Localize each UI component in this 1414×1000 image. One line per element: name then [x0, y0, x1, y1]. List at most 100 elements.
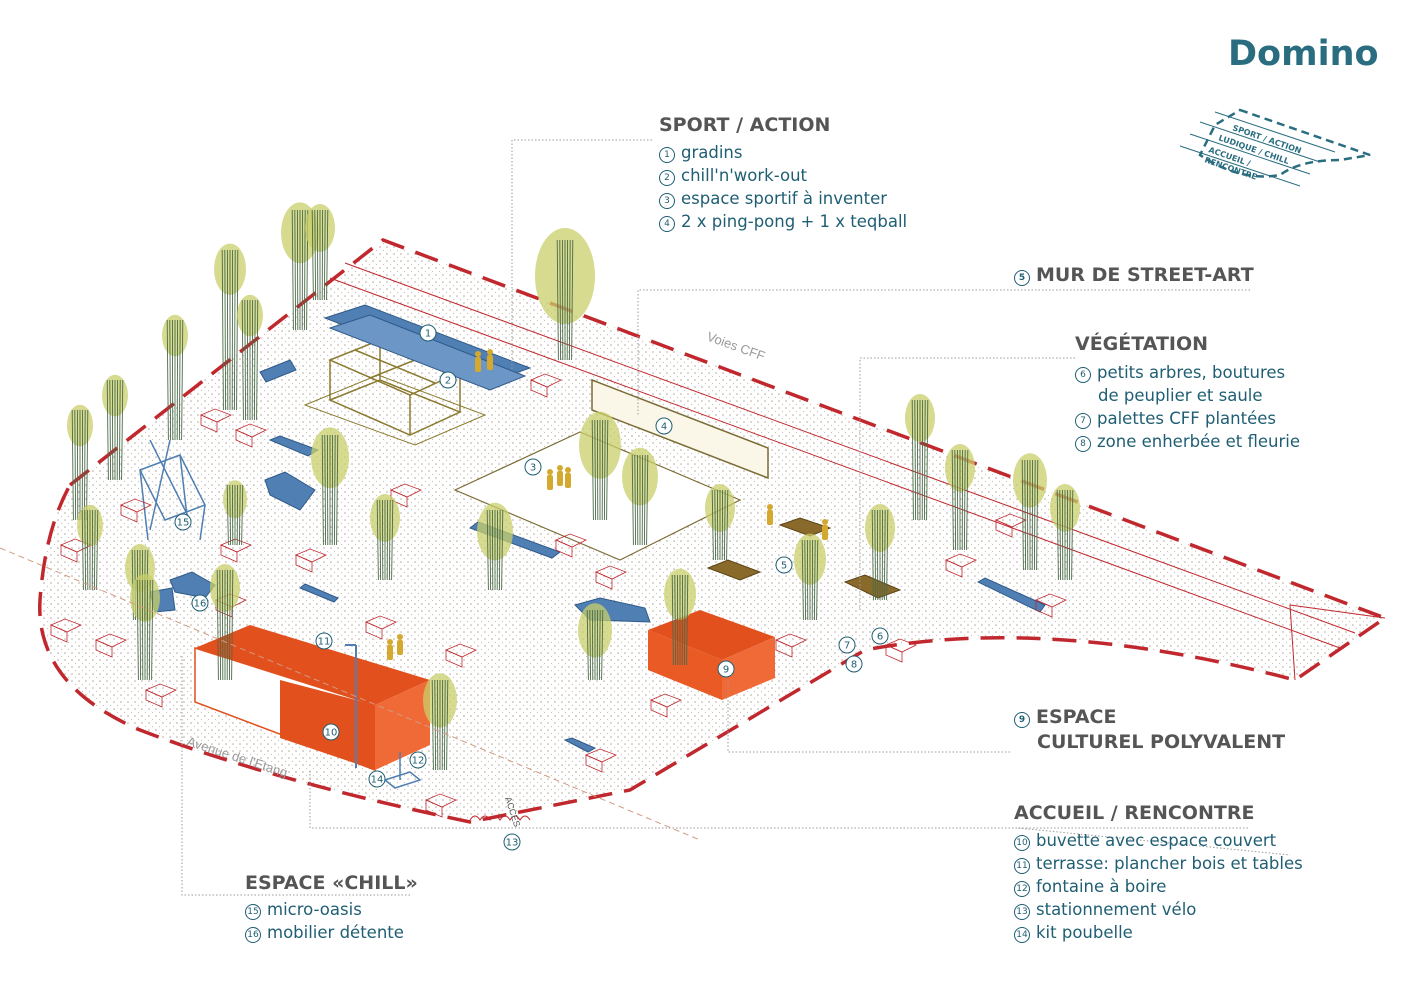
tree	[370, 494, 400, 581]
tree	[664, 568, 696, 666]
number-marker: 2	[439, 371, 457, 389]
site-boundary	[38, 238, 1389, 824]
marker-number: 9	[723, 665, 729, 676]
tree	[1013, 453, 1047, 571]
bike-rack	[469, 815, 531, 821]
section-title-sport: SPORT / ACTION	[659, 114, 831, 136]
marker-number: 14	[371, 775, 384, 786]
person-figure	[475, 351, 481, 372]
tree	[1050, 484, 1080, 581]
tree	[130, 574, 160, 681]
number-marker: 5	[775, 556, 793, 574]
planter-side	[235, 429, 253, 448]
number-marker: 12	[409, 751, 427, 769]
number-marker: 4	[655, 417, 673, 435]
marker-number: 8	[851, 660, 857, 671]
number-marker: 15	[174, 513, 192, 531]
planter-side	[530, 379, 548, 398]
rail-label: Voies CFF	[705, 329, 767, 364]
street-art-wall	[591, 378, 769, 480]
number-marker: 3	[524, 458, 542, 476]
person-figure	[767, 504, 773, 525]
marker-number: 6	[877, 632, 883, 643]
section-title-accueil: ACCUEIL / RENCONTRE	[1014, 802, 1255, 824]
person-figure	[547, 469, 553, 490]
person-figure	[487, 349, 493, 370]
street-lamp	[345, 644, 357, 768]
tree	[705, 484, 735, 561]
marker-number: 3	[530, 463, 536, 474]
tree	[214, 243, 246, 411]
list-item-continuation: de peuplier et saule	[1098, 386, 1263, 405]
number-marker: 7	[838, 636, 856, 654]
marker-number: 15	[177, 518, 190, 529]
planter-side	[1035, 599, 1053, 618]
marker-number: 2	[445, 376, 451, 387]
number-marker: 14	[368, 770, 386, 788]
marker-number: 16	[194, 599, 207, 610]
planter-side	[120, 504, 138, 523]
tree	[210, 564, 240, 681]
rail-lines	[329, 262, 1386, 681]
tree	[865, 504, 895, 601]
number-marker: 16	[191, 594, 209, 612]
tree	[305, 204, 335, 301]
planter-side	[295, 554, 313, 573]
planter-side	[445, 649, 463, 668]
zone-legend: SPORT / ACTION LUDIQUE / CHILL ACCUEIL /…	[1179, 108, 1371, 187]
fountain	[383, 752, 422, 789]
person-figure	[557, 465, 563, 486]
planter-side	[50, 624, 68, 643]
planter-side	[945, 559, 963, 578]
leader-lines	[181, 139, 1291, 896]
page-title: Domino	[1228, 34, 1379, 74]
marker-number: 7	[844, 641, 850, 652]
planter-side	[885, 644, 903, 663]
person-figure	[387, 639, 393, 660]
ping-pong-tables	[706, 517, 902, 599]
number-marker: 11	[315, 632, 333, 650]
planter-side	[200, 414, 218, 433]
planter-side	[595, 571, 613, 590]
people-figures	[387, 349, 828, 660]
marker-number: 11	[318, 637, 331, 648]
section-title-chill: ESPACE «CHILL»	[245, 872, 418, 894]
marker-number: 10	[325, 728, 338, 739]
number-marker: 6	[871, 627, 889, 645]
tree	[578, 603, 612, 681]
tree	[102, 374, 128, 481]
planter-side	[995, 519, 1013, 538]
planter-side	[145, 689, 163, 708]
tree	[535, 228, 595, 361]
planter-side	[555, 539, 573, 558]
person-figure	[822, 519, 828, 540]
tree	[622, 447, 658, 546]
planter-side	[220, 544, 238, 563]
planter-side	[650, 699, 668, 718]
marker-number: 12	[412, 756, 425, 767]
marker-number: 4	[661, 422, 667, 433]
tree	[223, 480, 247, 546]
planter-side	[585, 754, 603, 773]
marker-number: 5	[781, 561, 787, 572]
tree	[794, 533, 826, 621]
